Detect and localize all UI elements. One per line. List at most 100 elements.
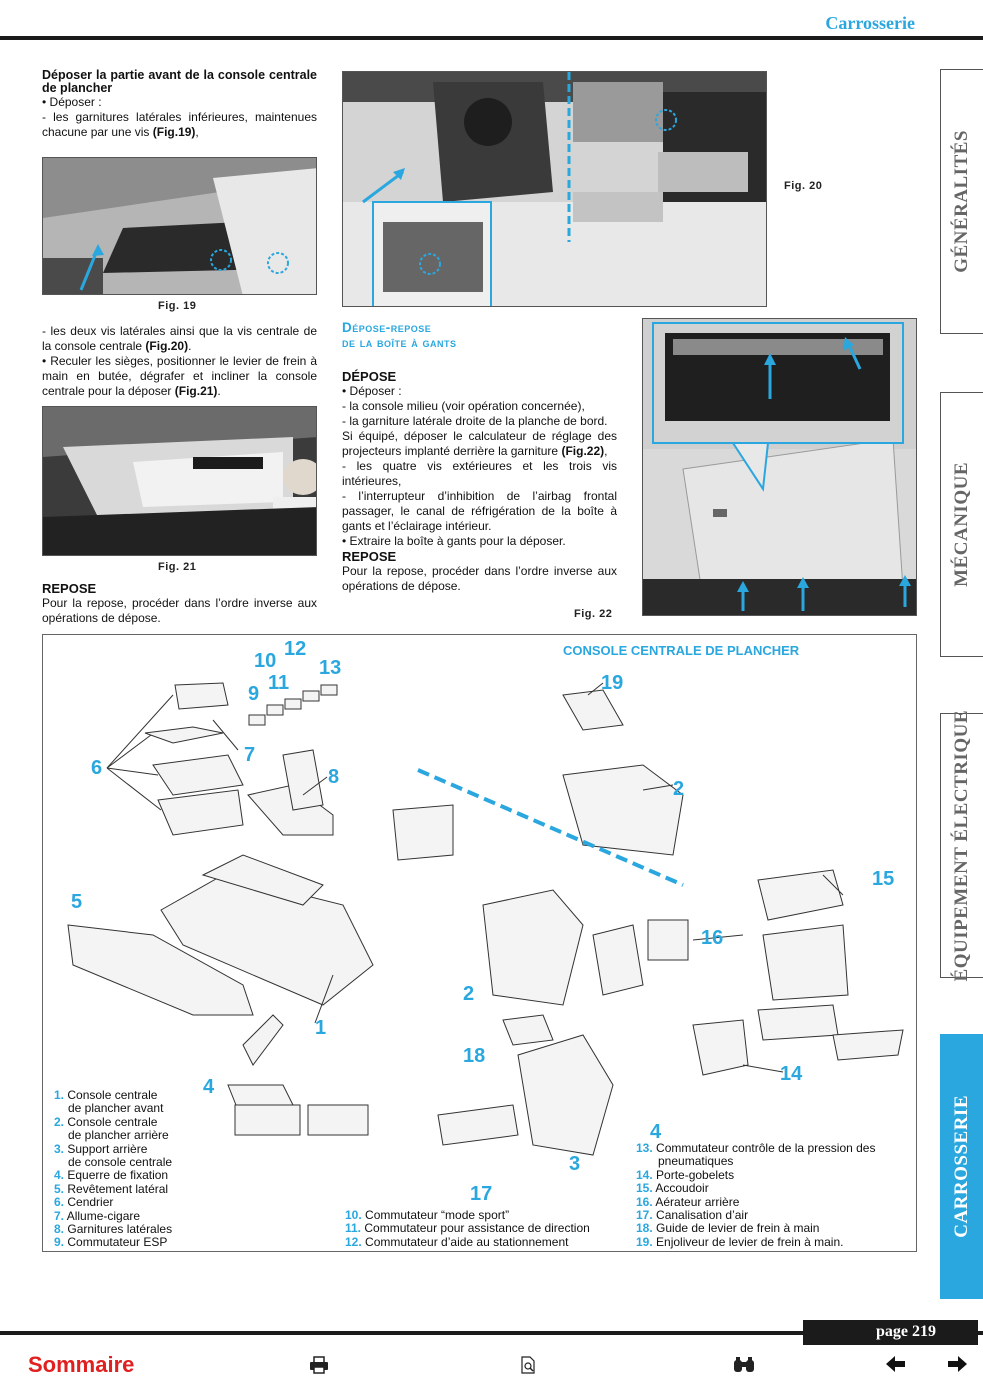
callout-19: 19 xyxy=(601,672,624,694)
tab-label: CARROSSERIE xyxy=(951,1095,972,1238)
fig19-caption: Fig. 19 xyxy=(158,300,197,312)
tab-carrosserie[interactable]: CARROSSERIE xyxy=(940,1034,983,1299)
col1-heading: Déposer la partie avant de la console ce… xyxy=(42,68,317,95)
col1-line: • Déposer : xyxy=(42,95,102,109)
repose-text: Pour la repose, procéder dans l’ordre in… xyxy=(42,596,317,625)
fig21-caption: Fig. 21 xyxy=(158,561,197,573)
callout-9: 9 xyxy=(248,683,260,705)
fig19-photo xyxy=(42,157,317,295)
callout-15: 15 xyxy=(872,868,895,890)
legend-item: 9. Commutateur ESP xyxy=(54,1235,168,1250)
col2-depose: DÉPOSE • Déposer : - la console milieu (… xyxy=(342,369,617,549)
callout-1: 1 xyxy=(315,1017,327,1039)
callout-8: 8 xyxy=(328,766,340,788)
callout-14: 14 xyxy=(780,1063,803,1085)
legend-item: 4. Equerre de fixation xyxy=(54,1168,169,1183)
callout-10: 10 xyxy=(254,650,277,672)
fig22-photo xyxy=(642,318,917,616)
legend-item: 13. Commutateur contrôle de la pression … xyxy=(636,1141,876,1155)
depose-line: - la garniture latérale droite de la pla… xyxy=(342,414,608,428)
col1-intro: Déposer la partie avant de la console ce… xyxy=(42,69,317,140)
arrow-left-icon[interactable] xyxy=(886,1356,906,1377)
tab-label: MÉCANIQUE xyxy=(951,462,972,587)
col1-line: - les garnitures latérales inférieures, … xyxy=(42,110,317,139)
legend-item-cont: de plancher arrière xyxy=(68,1128,169,1143)
printer-icon[interactable] xyxy=(309,1356,329,1379)
tab-label: GÉNÉRALITÉS xyxy=(951,130,972,273)
callout-4-right: 4 xyxy=(650,1121,662,1143)
exploded-diagram: CONSOLE CENTRALE DE PLANCHER xyxy=(42,634,917,1252)
arrow-right-icon[interactable] xyxy=(947,1356,967,1377)
section-title: Carrosserie xyxy=(825,13,915,33)
section-title-glovebox: Dépose-repose de la boîte à gants xyxy=(342,320,622,350)
legend-item: 16. Aérateur arrière xyxy=(636,1194,740,1209)
depose-line: • Extraire la boîte à gants pour la dépo… xyxy=(342,534,566,548)
legend-item: 17. Canalisation d’air xyxy=(636,1208,749,1223)
depose-line: - l’interrupteur d’inhibition de l’airba… xyxy=(342,489,617,533)
header-rule xyxy=(0,36,983,40)
section-title-line: Dépose-repose xyxy=(342,320,432,335)
callout-13: 13 xyxy=(319,657,342,679)
depose-line: Si équipé, déposer le calculateur de rég… xyxy=(342,429,617,458)
callout-3: 3 xyxy=(569,1153,581,1175)
repose-heading: REPOSE xyxy=(342,549,397,564)
legend-item-cont: pneumatiques xyxy=(658,1154,734,1169)
col1-step: - les deux vis latérales ainsi que la vi… xyxy=(42,324,317,353)
callout-2-upper: 2 xyxy=(673,778,685,800)
legend-item: 3. Support arrière xyxy=(54,1141,148,1156)
repose-heading: REPOSE xyxy=(42,581,97,596)
depose-heading: DÉPOSE xyxy=(342,369,397,384)
repose-text: Pour la repose, procéder dans l’ordre in… xyxy=(342,564,617,593)
col1-step: • Reculer les sièges, positionner le lev… xyxy=(42,354,317,398)
legend-item: 14. Porte-gobelets xyxy=(636,1167,735,1182)
footer-rule xyxy=(0,1331,983,1335)
depose-line: • Déposer : xyxy=(342,384,402,398)
legend-item: 7. Allume-cigare xyxy=(54,1208,141,1223)
callout-11: 11 xyxy=(268,672,290,694)
fig22-caption: Fig. 22 xyxy=(574,608,613,620)
legend-right: 13. Commutateur contrôle de la pression … xyxy=(636,1141,876,1249)
legend-item-cont: de plancher avant xyxy=(68,1101,164,1116)
depose-line: - la console milieu (voir opération conc… xyxy=(342,399,585,413)
binoculars-icon[interactable] xyxy=(732,1356,756,1379)
tab-mecanique[interactable]: MÉCANIQUE xyxy=(940,392,983,657)
legend-item: 15. Accoudoir xyxy=(636,1181,709,1196)
callout-4-left: 4 xyxy=(203,1076,215,1098)
legend-item: 5. Revêtement latéral xyxy=(54,1181,169,1196)
tab-generalites[interactable]: GÉNÉRALITÉS xyxy=(940,69,983,334)
diagram-title: CONSOLE CENTRALE DE PLANCHER xyxy=(563,643,800,658)
depose-line: - les quatre vis extérieures et les troi… xyxy=(342,459,617,488)
sommaire-link[interactable]: Sommaire xyxy=(28,1352,135,1377)
legend-item: 2. Console centrale xyxy=(54,1114,158,1129)
col1-repose: REPOSE Pour la repose, procéder dans l’o… xyxy=(42,581,317,626)
callout-2-lower: 2 xyxy=(463,983,475,1005)
col2-repose: REPOSE Pour la repose, procéder dans l’o… xyxy=(342,549,617,594)
legend-item: 19. Enjoliveur de levier de frein à main… xyxy=(636,1234,844,1249)
page-number: page 219 xyxy=(876,1323,936,1340)
callout-17: 17 xyxy=(470,1183,493,1205)
section-title-line: de la boîte à gants xyxy=(342,335,457,350)
legend-item: 11. Commutateur pour assistance de direc… xyxy=(345,1221,590,1236)
fig20-photo xyxy=(342,71,767,307)
callout-7: 7 xyxy=(244,744,256,766)
legend-item: 10. Commutateur “mode sport” xyxy=(345,1208,510,1222)
legend-middle: 10. Commutateur “mode sport” 11. Commuta… xyxy=(345,1208,590,1249)
legend-item: 8. Garnitures latérales xyxy=(54,1222,173,1237)
document-icon[interactable] xyxy=(520,1356,536,1379)
legend-item: 18. Guide de levier de frein à main xyxy=(636,1221,820,1236)
col1-steps: - les deux vis latérales ainsi que la vi… xyxy=(42,324,317,399)
legend-item: 12. Commutateur d’aide au stationnement xyxy=(345,1234,569,1249)
callout-6: 6 xyxy=(91,757,103,779)
legend-item-cont: de console centrale xyxy=(68,1155,173,1170)
page-number-box: page 219 xyxy=(803,1320,978,1345)
callout-18: 18 xyxy=(463,1045,486,1067)
callout-12: 12 xyxy=(284,638,307,660)
fig20-caption: Fig. 20 xyxy=(784,180,823,192)
legend-item: 1. Console centrale xyxy=(54,1088,158,1102)
tab-label: ÉQUIPEMENT ÉLECTRIQUE xyxy=(951,709,972,982)
legend-left: 1. Console centrale de plancher avant 2.… xyxy=(54,1088,173,1250)
tab-equipement-electrique[interactable]: ÉQUIPEMENT ÉLECTRIQUE xyxy=(940,709,983,982)
fig21-photo xyxy=(42,406,317,556)
callout-5: 5 xyxy=(71,891,83,913)
diagram-drawing xyxy=(67,682,904,1156)
